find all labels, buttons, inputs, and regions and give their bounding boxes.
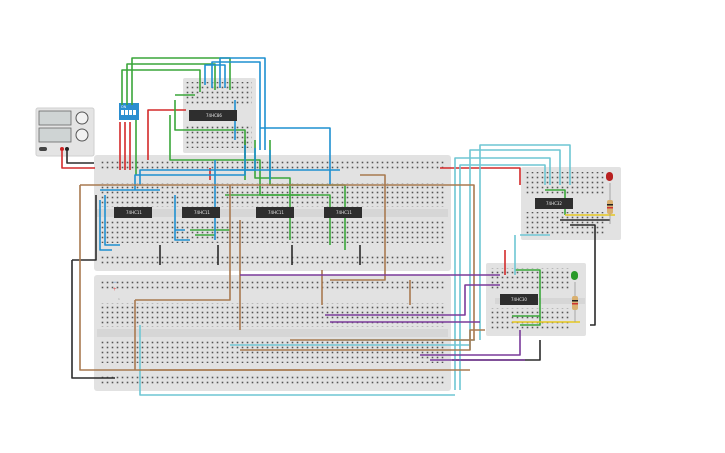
red-led[interactable] xyxy=(606,172,613,181)
chip-label: 74HC11 xyxy=(126,210,142,215)
chip-main-1[interactable]: 74HC11 xyxy=(114,207,152,218)
dip-toggle-2[interactable] xyxy=(125,110,128,115)
chip-label: 74HC32 xyxy=(546,201,562,206)
power-supply[interactable] xyxy=(35,107,95,157)
current-display xyxy=(38,127,72,143)
wire-red[interactable] xyxy=(61,150,95,169)
resistor-bottom[interactable] xyxy=(572,282,578,322)
chip-label: 74HC11 xyxy=(268,210,284,215)
power-switch[interactable] xyxy=(39,147,47,151)
wires xyxy=(61,57,615,396)
wire-green[interactable] xyxy=(121,57,246,180)
resistor-top[interactable] xyxy=(607,183,613,224)
wire-blue[interactable] xyxy=(214,150,340,240)
chip-main-2[interactable]: 74HC11 xyxy=(182,207,220,218)
dip-switch[interactable]: ON xyxy=(119,103,139,120)
wire-cyan[interactable] xyxy=(454,144,571,390)
dip-toggle-1[interactable] xyxy=(121,110,124,115)
chip-top[interactable]: 74HC86 xyxy=(189,110,237,121)
chip-label: 74HC11 xyxy=(336,210,352,215)
rail-plus-label: + xyxy=(113,287,117,293)
wire-blue[interactable] xyxy=(99,189,190,251)
dip-toggle-4[interactable] xyxy=(133,110,136,115)
current-knob[interactable] xyxy=(75,128,89,142)
wire-red[interactable] xyxy=(119,109,186,170)
wire-black[interactable] xyxy=(159,140,361,265)
wire-green[interactable] xyxy=(190,194,300,236)
chip-right-top[interactable]: 74HC32 xyxy=(535,198,573,209)
breadboard-main-lower[interactable]: 1 − + xyxy=(94,275,451,391)
wire-blue[interactable] xyxy=(204,57,266,150)
chip-label: 74HC11 xyxy=(194,210,210,215)
chip-main-3[interactable]: 74HC11 xyxy=(256,207,294,218)
voltage-display xyxy=(38,110,72,126)
chip-label: 74HC30 xyxy=(511,297,527,302)
positive-terminal[interactable] xyxy=(60,147,64,151)
green-led[interactable] xyxy=(571,271,578,280)
dip-switch-label: ON xyxy=(121,105,127,109)
voltage-knob[interactable] xyxy=(75,111,89,125)
chip-right-bottom[interactable]: 74HC30 xyxy=(500,294,538,305)
wire-brown[interactable] xyxy=(239,174,411,330)
wire-brown[interactable] xyxy=(150,329,485,371)
wire-yellow[interactable] xyxy=(512,214,615,323)
column-number: 1 xyxy=(118,297,120,301)
wire-blue[interactable] xyxy=(134,127,331,190)
dip-toggle-3[interactable] xyxy=(129,110,132,115)
rail-minus-label: − xyxy=(113,280,117,286)
wire-brown[interactable] xyxy=(79,184,475,371)
wire-purple[interactable] xyxy=(240,274,525,361)
negative-terminal[interactable] xyxy=(65,147,69,151)
breadboard-right-top[interactable] xyxy=(521,167,621,240)
chip-label: 74HC86 xyxy=(206,113,222,118)
chip-main-4[interactable]: 74HC11 xyxy=(324,207,362,218)
